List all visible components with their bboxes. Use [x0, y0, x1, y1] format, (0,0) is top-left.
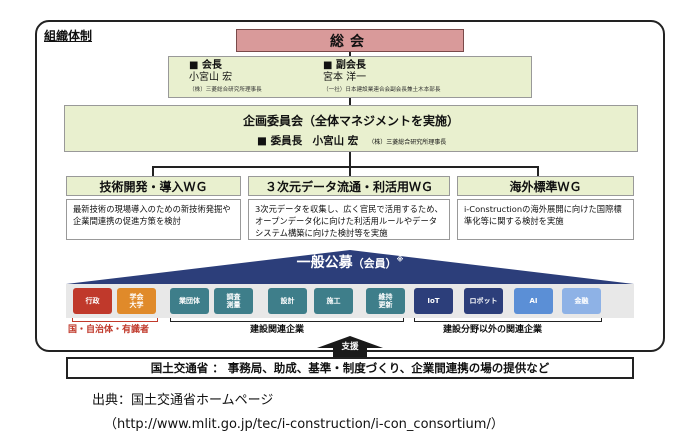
wg-global-desc: i-Constructionの海外展開に向けた国際標準化等に関する検討を実施: [457, 199, 634, 240]
wg-3d-data-desc: 3次元データを収集し、広く官民で活用するため、オープンデータ化に向けた利活用ルー…: [248, 199, 450, 240]
connector-line: [152, 166, 538, 168]
wg-tech-title: 技術開発・導入ＷＧ: [66, 176, 241, 196]
wg-3d-data-title: ３次元データ流通・利活用ＷＧ: [248, 176, 450, 196]
planning-chair: ■ 委員長 小宮山 宏: [257, 135, 359, 147]
category-construction: 建設関連企業: [250, 325, 305, 335]
general-public-suffix: （会員）: [352, 257, 397, 270]
member-academia-label: 学会 大学: [129, 293, 144, 309]
category-gov: 国・自治体・有識者: [68, 325, 150, 335]
planning-committee-box: 企画委員会（全体マネジメントを実施） ■ 委員長 小宮山 宏 （株）三菱総合研究所…: [64, 105, 638, 152]
general-public-band: [66, 250, 634, 284]
member-industry-group: 業団体: [170, 288, 209, 314]
member-survey-label: 調査 測量: [226, 293, 241, 309]
member-academia: 学会 大学: [117, 288, 156, 314]
connector-line: [152, 166, 154, 176]
category-bracket-construction: [170, 318, 404, 322]
member-maintenance-label: 維持 更新: [378, 293, 393, 309]
member-finance: 金融: [562, 288, 601, 314]
vice-chair-heading: ■ 副会長: [323, 60, 366, 71]
officers-box: ■ 会長 小宮山 宏 （株）三菱総合研究所理事長 ■ 副会長 宮本 洋一 （一社…: [168, 56, 532, 98]
category-bracket-gov: [72, 318, 158, 322]
connector-line: [349, 52, 351, 56]
chair-affiliation: （株）三菱総合研究所理事長: [189, 87, 262, 93]
member-construction: 施工: [314, 288, 353, 314]
member-design: 設計: [268, 288, 307, 314]
org-title: 組織体制: [44, 29, 93, 43]
member-iot: IoT: [414, 288, 453, 314]
general-public-label: 一般公募（会員）※: [0, 252, 700, 272]
planning-chair-affiliation: （株）三菱総合研究所理事長: [368, 139, 447, 146]
member-survey: 調査 測量: [214, 288, 253, 314]
support-label: 支援: [341, 342, 359, 352]
mlit-box: 国土交通省 ： 事務局、助成、基準・制度づくり、企業間連携の場の提供など: [66, 357, 634, 379]
connector-line: [349, 152, 351, 168]
connector-line: [537, 166, 539, 176]
planning-committee-title: 企画委員会（全体マネジメントを実施）: [242, 114, 459, 128]
general-public-title: 一般公募: [296, 255, 353, 271]
vice-chair-name: 宮本 洋一: [323, 72, 367, 83]
general-meeting-box: 総会: [236, 29, 464, 52]
category-bracket-other: [414, 318, 602, 322]
wg-global-title: 海外標準ＷＧ: [457, 176, 634, 196]
category-other: 建設分野以外の関連企業: [443, 325, 543, 335]
wg-tech-desc: 最新技術の現場導入のための新技術発掘や企業間連携の促進方策を検討: [66, 199, 241, 240]
chair-name: 小宮山 宏: [189, 72, 233, 83]
source-caption: 出典：国土交通省ホームページ: [92, 393, 274, 408]
connector-line: [349, 98, 351, 105]
chair-heading: ■ 会長: [189, 60, 222, 71]
general-public-note-mark: ※: [396, 255, 404, 264]
member-robot: ロボット: [464, 288, 503, 314]
connector-line: [349, 166, 351, 176]
vice-chair-affiliation: （一社）日本建設業連合会副会長兼土木本部長: [323, 87, 441, 93]
support-arrow-icon: [317, 336, 383, 358]
source-url: （http://www.mlit.go.jp/tec/i-constructio…: [104, 417, 504, 432]
member-maintenance: 維持 更新: [366, 288, 405, 314]
member-gov: 行政: [73, 288, 112, 314]
member-ai: AI: [514, 288, 553, 314]
